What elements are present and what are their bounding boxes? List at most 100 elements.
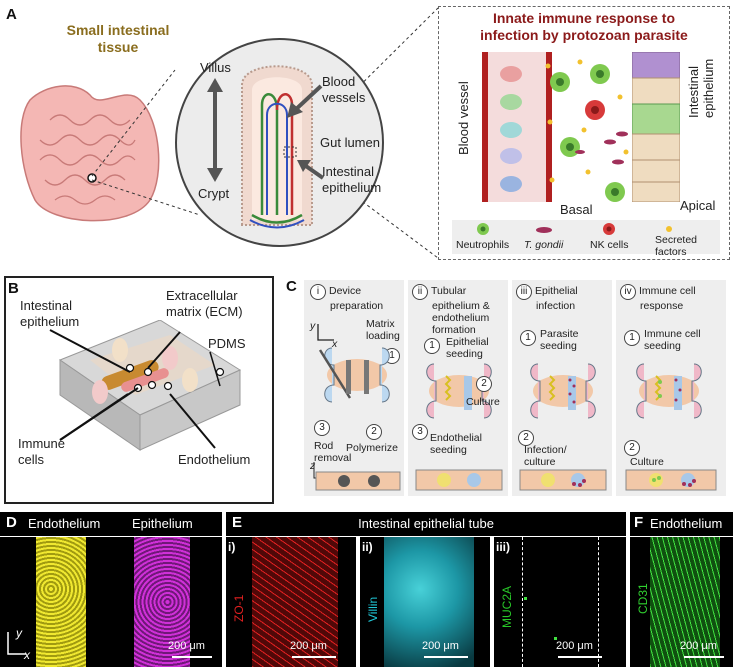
iv-culture: Culture (630, 456, 664, 468)
immune-title-line1: Innate immune response to (492, 10, 676, 26)
step-i-num: i (310, 284, 326, 300)
b-ecm: Extracellular matrix (ECM) (166, 288, 243, 320)
i-polymerize: Polymerize (346, 442, 398, 454)
epithelium-cells-illustration (632, 52, 680, 202)
f-scale-bar (684, 656, 724, 658)
ii-num-1: 1 (424, 338, 440, 354)
e-iii-left-dashed-line (522, 537, 523, 667)
e-i-scale-label: 200 μm (290, 640, 327, 652)
step-ii-cross-section (415, 469, 503, 491)
apical-label: Apical (680, 198, 716, 213)
d-endothelium-title: Endothelium (28, 516, 101, 531)
panel-d-label: D (6, 514, 17, 531)
i-rod-removal: Rod removal (314, 440, 351, 464)
iii-parasite-line2: seeding (540, 340, 577, 352)
iv-immune-line1: Immune cell (644, 328, 701, 340)
panel-c-label: C (286, 278, 297, 295)
legend-nk-icon (603, 223, 615, 235)
basal-label: Basal (560, 202, 593, 217)
panel-b-label: B (8, 280, 19, 297)
e-ii-image (360, 537, 490, 667)
b-immune-cells: Immune cells (18, 436, 65, 468)
device-illustration (58, 320, 242, 451)
e-iii-num: iii) (496, 540, 510, 554)
c-axis-xy-icon (317, 324, 334, 341)
iii-num-2: 2 (518, 430, 534, 446)
e-i-scale-bar (292, 656, 336, 658)
epithelium-arrow (297, 160, 325, 180)
immune-title-line2: infection by protozoan parasite (480, 27, 688, 43)
e-iii-image (494, 537, 626, 667)
iii-num-1: 1 (520, 330, 536, 346)
crypt-label: Crypt (198, 186, 230, 201)
step-iv-title-line1: Immune cell (639, 285, 696, 297)
b-endothelium: Endothelium (178, 452, 251, 467)
d-endothelium-stain (36, 537, 86, 667)
e-iii-right-dashed-line (598, 537, 599, 667)
tissue-title: Small intestinal tissue (58, 22, 178, 56)
e-i-zo1-stain (252, 537, 338, 667)
ii-epi-line1: Epithelial (446, 336, 489, 348)
b-immune-cells-line1: Immune (18, 436, 65, 451)
panel-d-header (0, 512, 222, 536)
step-ii-device (426, 363, 492, 419)
legend-secreted-icon (666, 226, 672, 232)
d-axis-x: x (24, 648, 30, 662)
b-pdms: PDMS (208, 336, 246, 351)
step-ii-title-line1: Tubular (431, 285, 467, 297)
legend-tgondii: T. gondii (524, 239, 564, 251)
i-rod-line1: Rod (314, 440, 334, 452)
panel-e-label: E (232, 514, 243, 531)
iv-immune-line2: seeding (644, 340, 681, 352)
e-i-image (226, 537, 356, 667)
ii-num-3: 3 (412, 424, 428, 440)
immune-legend (452, 220, 720, 254)
b-intestinal-epithelium: Intestinal epithelium (20, 298, 79, 330)
e-i-marker: ZO-1 (232, 594, 246, 622)
intestinal-epithelium-vertical-line2: epithelium (701, 58, 716, 118)
blood-vessel-vertical-label: Blood vessel (456, 81, 471, 155)
epithelium-label: Intestinal epithelium (322, 164, 381, 196)
ii-num-2: 2 (476, 376, 492, 392)
d-epithelium-title: Epithelium (132, 516, 193, 531)
b-ecm-line2: matrix (ECM) (166, 304, 243, 319)
i-matrix-line1: Matrix (366, 318, 395, 330)
step-iii-num: iii (516, 284, 532, 300)
e-iii-scale-bar (558, 656, 602, 658)
villus-label: Villus (200, 60, 231, 75)
c-axis-x: x (332, 338, 338, 350)
ii-culture: Culture (466, 396, 500, 408)
e-iii-muc2a-spot (554, 637, 557, 640)
d-axis-icon (7, 632, 26, 655)
e-iii-scale-label: 200 μm (556, 640, 593, 652)
blood-vessels-line2: vessels (322, 90, 366, 105)
legend-neutrophil-icon (477, 223, 489, 235)
b-intestinal-epithelium-line2: epithelium (20, 314, 80, 329)
d-scale-label: 200 μm (168, 640, 205, 652)
i-num-3: 3 (314, 420, 330, 436)
iii-parasite-line1: Parasite (540, 328, 579, 340)
step-i-title-line1: Device (329, 285, 362, 297)
e-ii-villin-stain (384, 537, 474, 667)
panel-a-label: A (6, 6, 17, 23)
step-ii-title-line3: endothelium (432, 312, 490, 324)
tissue-title-line1: Small intestinal (66, 22, 170, 38)
panel-f-header (630, 512, 733, 536)
step-iii-title-line2: infection (536, 300, 576, 312)
d-scale-bar (172, 656, 212, 658)
step-iii-device (530, 363, 596, 419)
e-ii-scale-label: 200 μm (422, 640, 459, 652)
iv-num-2: 2 (624, 440, 640, 456)
step-iv-num: iv (620, 284, 636, 300)
iv-immune-seeding: Immune cell seeding (644, 328, 701, 352)
b-ecm-line1: Extracellular (166, 288, 238, 303)
step-iii-cross-section (519, 469, 607, 491)
ii-endo-line1: Endothelial (430, 432, 482, 444)
i-rod-line2: removal (314, 452, 352, 464)
blood-vessels-line1: Blood (322, 74, 356, 89)
b-immune-cells-line2: cells (18, 452, 45, 467)
panel-b-frame (4, 276, 274, 504)
